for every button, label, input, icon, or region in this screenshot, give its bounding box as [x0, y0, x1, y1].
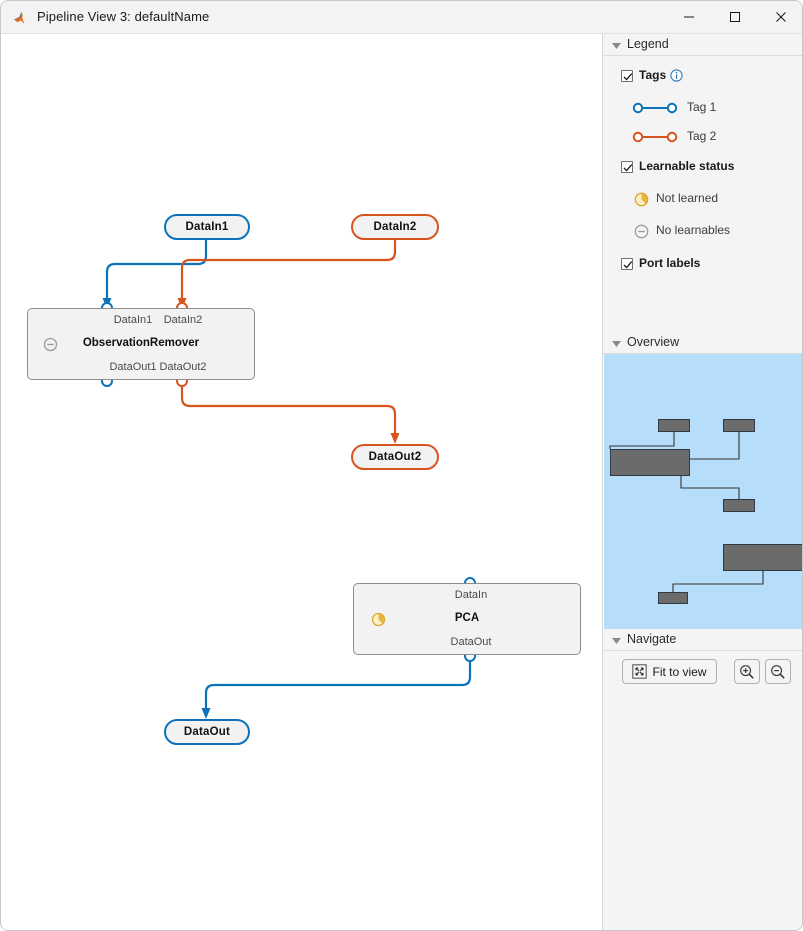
checkmark-icon: [623, 261, 633, 269]
minimap-node: [658, 592, 688, 604]
port-labels-checkbox[interactable]: [621, 258, 633, 270]
minimize-icon: [684, 16, 694, 18]
block-port-label-dataout1: DataOut1: [109, 361, 157, 373]
legend-tags-label: Tags: [639, 68, 667, 82]
minimap-node: [610, 449, 690, 476]
block-port-label-pca-datain: DataIn: [454, 589, 488, 601]
legend-not-learned-label: Not learned: [656, 191, 719, 205]
overview-section-title: Overview: [627, 335, 680, 349]
checkmark-icon: [623, 73, 633, 81]
minimap-node: [723, 499, 755, 512]
minimap-node: [723, 544, 802, 571]
title-bar: Pipeline View 3: defaultName: [1, 1, 802, 34]
node-dataout2-label: DataOut2: [368, 451, 422, 463]
no-learnables-icon: [43, 337, 58, 352]
overview-minimap[interactable]: [603, 354, 802, 629]
minimap-node: [723, 419, 755, 432]
overview-section-header[interactable]: Overview: [603, 332, 802, 354]
tags-checkbox[interactable]: [621, 70, 633, 82]
node-datain1[interactable]: DataIn1: [164, 214, 250, 240]
minimap-connection-layer: [609, 432, 764, 592]
legend-no-learnables-label: No learnables: [656, 223, 731, 237]
block-title-pca: PCA: [454, 612, 480, 624]
legend-learnable-status-label: Learnable status: [639, 159, 735, 173]
legend-tags-row[interactable]: Tags: [603, 68, 802, 86]
node-dataout2[interactable]: DataOut2: [351, 444, 439, 470]
navigate-body: Fit to view: [603, 651, 802, 696]
navigate-section-title: Navigate: [627, 632, 677, 646]
zoom-out-button[interactable]: [765, 659, 791, 684]
block-port-label-datain1: DataIn1: [113, 314, 153, 326]
node-datain1-label: DataIn1: [185, 221, 229, 233]
node-dataout-label: DataOut: [183, 726, 231, 738]
legend-not-learned-row: Not learned: [603, 191, 802, 209]
block-pca[interactable]: DataIn PCA DataOut: [353, 583, 581, 655]
connection-dataout2[interactable]: [180, 382, 400, 444]
tag-1-swatch-icon: [632, 102, 678, 114]
legend-section-title: Legend: [627, 37, 669, 51]
zoom-in-button[interactable]: [734, 659, 760, 684]
node-dataout[interactable]: DataOut: [164, 719, 250, 745]
connection-datain2[interactable]: [177, 240, 397, 309]
legend-port-labels-row[interactable]: Port labels: [603, 256, 802, 274]
chevron-down-icon: [612, 43, 621, 49]
zoom-out-icon: [771, 664, 785, 679]
fit-to-view-button[interactable]: Fit to view: [622, 659, 717, 684]
tag-2-swatch-icon: [632, 131, 678, 143]
legend-no-learnables-row: No learnables: [603, 223, 802, 241]
legend-body: Tags Tag 1: [603, 56, 802, 316]
not-learned-icon: [371, 612, 386, 627]
node-datain2[interactable]: DataIn2: [351, 214, 439, 240]
chevron-down-icon: [612, 638, 621, 644]
legend-section-header[interactable]: Legend: [603, 34, 802, 56]
legend-port-labels-label: Port labels: [639, 256, 701, 270]
maximize-icon: [730, 12, 740, 22]
legend-tag-1-row: Tag 1: [603, 100, 802, 118]
navigate-section-header[interactable]: Navigate: [603, 629, 802, 651]
no-learnables-icon: [634, 224, 649, 239]
legend-tag-2-label: Tag 2: [687, 129, 717, 143]
legend-learnable-status-row[interactable]: Learnable status: [603, 159, 802, 177]
maximize-button[interactable]: [712, 1, 758, 33]
close-button[interactable]: [758, 1, 802, 33]
fit-to-view-icon: [632, 664, 648, 679]
minimap-viewport[interactable]: [604, 354, 802, 629]
block-port-label-pca-dataout: DataOut: [450, 636, 492, 648]
legend-tag-1-label: Tag 1: [687, 100, 717, 114]
connection-datain1[interactable]: [102, 240, 208, 309]
connection-layer: [101, 240, 476, 719]
pipeline-canvas[interactable]: DataIn1 DataIn2 DataOut2 DataOut DataIn1…: [2, 34, 602, 930]
not-learned-icon: [634, 192, 649, 207]
info-icon[interactable]: [670, 69, 683, 82]
node-datain2-label: DataIn2: [373, 221, 417, 233]
block-port-label-dataout2: DataOut2: [159, 361, 207, 373]
connection-pca-dataout[interactable]: [201, 657, 472, 719]
block-port-label-datain2: DataIn2: [163, 314, 203, 326]
fit-to-view-label: Fit to view: [652, 664, 707, 679]
minimap-node: [658, 419, 690, 432]
zoom-in-icon: [740, 664, 754, 679]
right-panel: Legend Tags: [602, 34, 802, 930]
block-title-observationremover: ObservationRemover: [82, 337, 200, 349]
matlab-logo-icon: [14, 12, 25, 24]
block-observationremover[interactable]: DataIn1 DataIn2 ObservationRemover DataO…: [27, 308, 255, 380]
checkmark-icon: [623, 164, 633, 172]
learnable-status-checkbox[interactable]: [621, 161, 633, 173]
legend-tag-2-row: Tag 2: [603, 129, 802, 147]
chevron-down-icon: [612, 341, 621, 347]
close-icon: [776, 12, 786, 22]
window-title: Pipeline View 3: defaultName: [37, 9, 210, 24]
minimize-button[interactable]: [666, 1, 712, 33]
